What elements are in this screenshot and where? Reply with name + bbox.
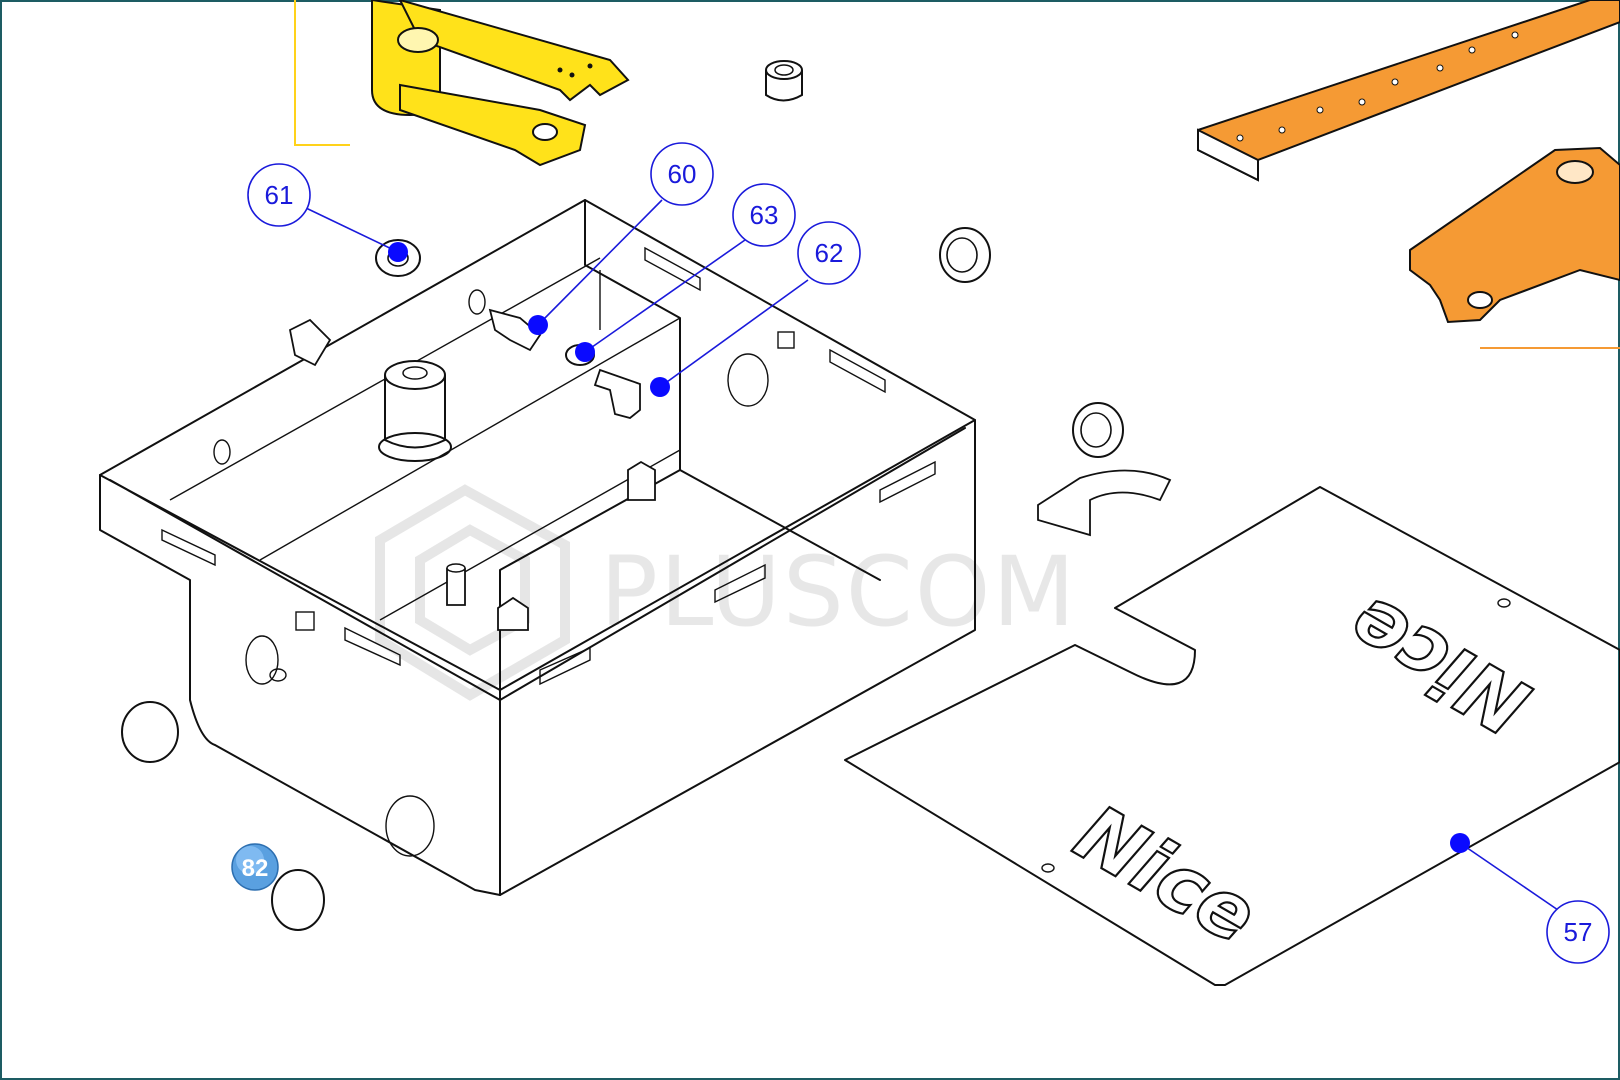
callout-82: 82 [231,843,279,891]
callout-57: 57 [1450,833,1610,964]
yellow-bracket-part [294,0,630,167]
grommet-part [939,227,991,283]
watermark-text: PLUSCOM [600,536,1077,648]
svg-text:62: 62 [815,238,844,268]
svg-text:63: 63 [750,200,779,230]
svg-text:57: 57 [1564,917,1593,947]
nice-logo-upright: Nice [1061,789,1272,963]
nice-logo-inverted: Nice [1334,578,1545,752]
svg-text:61: 61 [265,180,294,210]
caps-82 [121,701,325,931]
orange-bar-part [1197,0,1620,182]
svg-text:82: 82 [242,855,269,882]
seal-part [1037,402,1172,537]
sleeve-part [765,60,803,102]
callout-62: 62 [650,221,861,397]
callout-60: 60 [528,142,714,335]
orange-arm-part [1409,146,1620,349]
watermark: PLUSCOM [375,484,1077,701]
callout-63: 63 [575,183,796,362]
foundation-box [99,199,976,896]
callout-61: 61 [247,163,408,262]
svg-text:60: 60 [668,159,697,189]
